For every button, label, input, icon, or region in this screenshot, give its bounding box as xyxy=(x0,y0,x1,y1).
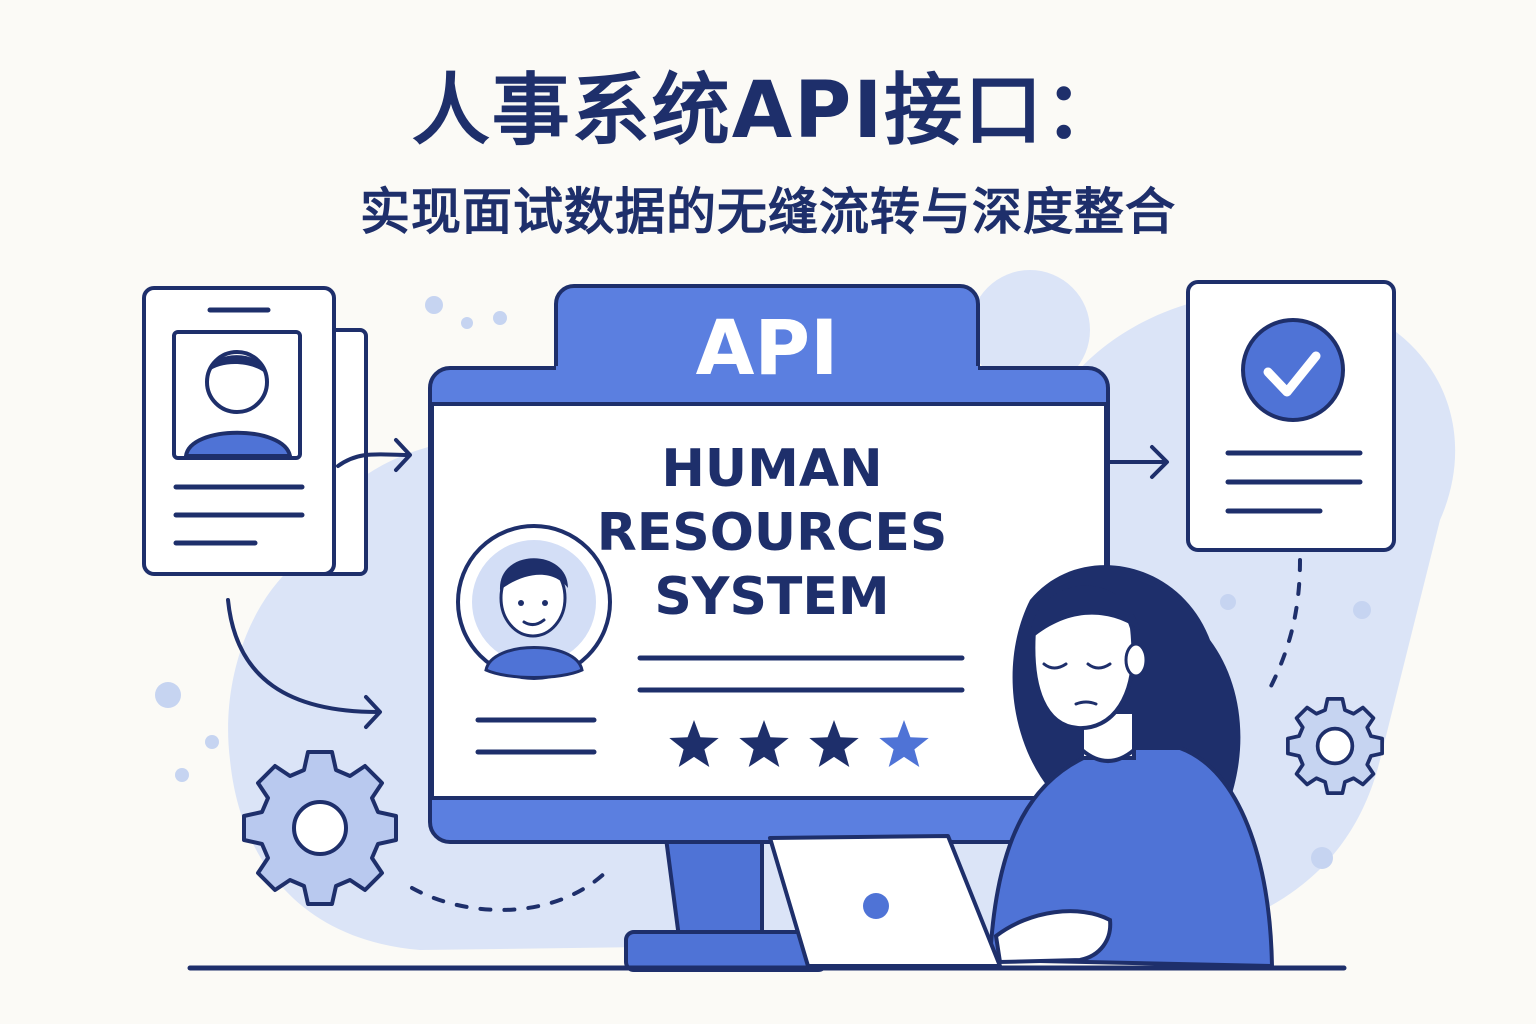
hr-system-title-line-2: RESOURCES xyxy=(597,503,948,563)
gear-icon xyxy=(242,750,398,906)
profile-card-icon xyxy=(142,286,368,576)
star-icon xyxy=(739,720,789,767)
star-icon xyxy=(669,720,719,767)
star-rating xyxy=(669,720,929,767)
arrow-icon xyxy=(226,438,1169,729)
api-tab-label: API xyxy=(696,303,839,392)
hr-system-title-line-3: SYSTEM xyxy=(654,567,889,627)
decorative-dots xyxy=(155,296,1371,869)
checkmark-icon xyxy=(1263,351,1321,397)
monitor xyxy=(428,284,1110,972)
gear-icon xyxy=(1286,697,1384,795)
check-document-icon xyxy=(1186,280,1396,552)
page-subtitle: 实现面试数据的无缝流转与深度整合 xyxy=(360,183,1176,241)
page-title: 人事系统API接口： xyxy=(411,66,1125,156)
person-avatar-icon xyxy=(456,524,612,680)
monitor-text-lines xyxy=(475,655,965,755)
dashed-connector xyxy=(410,558,1302,912)
star-icon xyxy=(809,720,859,767)
star-icon xyxy=(879,720,929,767)
hr-system-title-line-1: HUMAN xyxy=(661,439,882,499)
